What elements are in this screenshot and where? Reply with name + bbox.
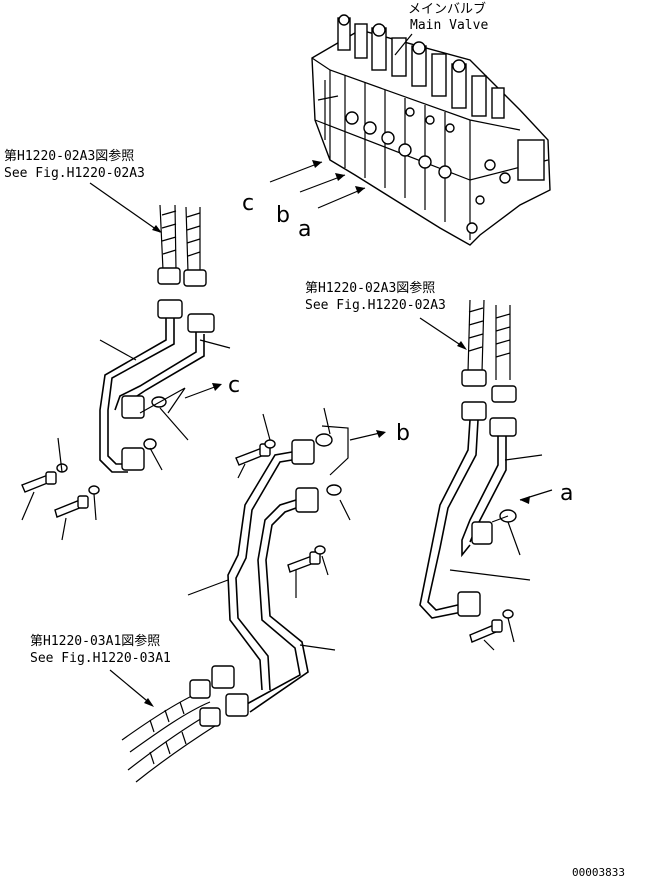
o-ring-mid-2 [326, 484, 342, 496]
ref2-leader [419, 317, 466, 349]
right-hose-pair [461, 299, 517, 403]
o-ring-left-2 [143, 438, 157, 450]
port-label-a-right: a [560, 481, 573, 506]
lower-hose-pair [121, 679, 221, 783]
main-valve-en-label: Main Valve [410, 18, 488, 33]
o-ring-mid-1 [315, 433, 333, 447]
port-label-b-mid: b [396, 421, 410, 446]
ref3-leader [109, 669, 153, 706]
middle-pipe-assembly [187, 439, 336, 717]
port-label-b-top: b [276, 203, 290, 228]
ref1-leader [89, 182, 161, 233]
port-label-c-top: c [242, 191, 254, 216]
left-bolts [21, 437, 100, 541]
ref3-jp-label: 第H1220-03A1図参照 [30, 633, 160, 649]
left-hose-pair [157, 204, 207, 287]
right-bolt [469, 609, 515, 651]
main-valve-jp-label: メインバルブ [408, 1, 486, 17]
ref2-en-label: See Fig.H1220-02A3 [305, 298, 446, 313]
middle-bolts [235, 413, 329, 598]
left-pipe-assembly [99, 299, 231, 473]
port-label-c-left: c [228, 373, 240, 398]
ref1-jp-label: 第H1220-02A3図参照 [4, 148, 134, 164]
main-valve-leader [394, 33, 413, 56]
port-label-a-top: a [298, 217, 311, 242]
main-valve-drawing [311, 14, 551, 246]
ref3-en-label: See Fig.H1220-03A1 [30, 651, 171, 666]
drawing-number: 00003833 [572, 866, 625, 879]
port-arrows-top [269, 160, 366, 209]
ref2-jp-label: 第H1220-02A3図参照 [305, 280, 435, 296]
ref1-en-label: See Fig.H1220-02A3 [4, 166, 145, 181]
right-pipe-assembly [419, 401, 543, 619]
